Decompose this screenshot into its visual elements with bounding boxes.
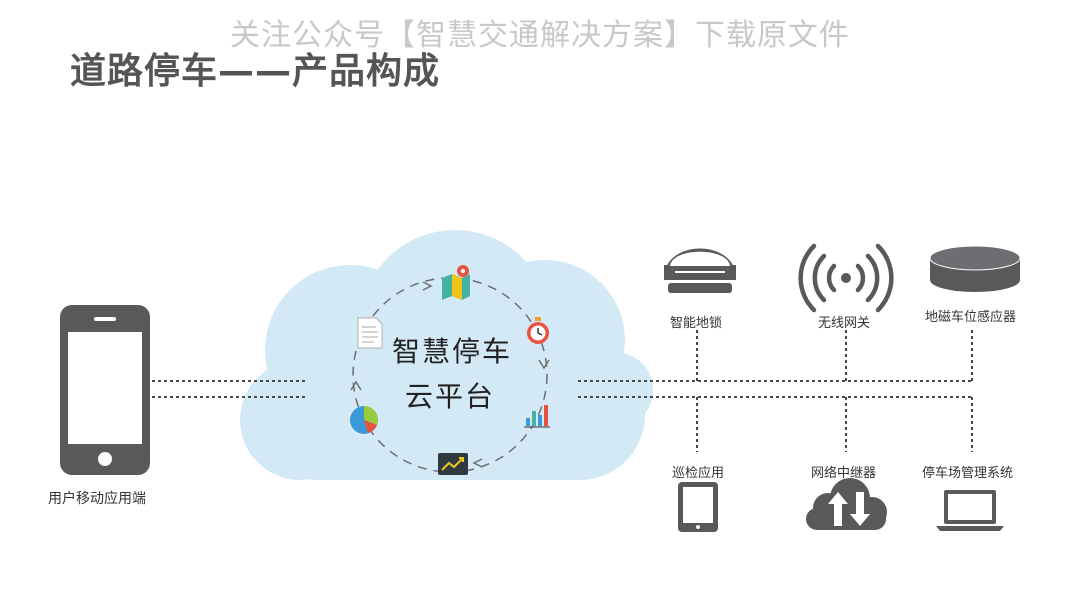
inspection-app-label: 巡检应用 [672,466,725,481]
parking-lock-icon [663,248,737,293]
platform-title-line2: 云平台 [405,380,496,413]
mobile-app-label: 用户移动应用端 [48,491,146,507]
parking-management-label: 停车场管理系统 [922,466,1014,481]
network-relay-label: 网络中继器 [811,466,877,481]
wireless-gateway-label: 无线网关 [818,316,871,331]
tablet-icon [678,482,718,532]
page-title: 道路停车——产品构成 [70,51,441,92]
platform-title-line1: 智慧停车 [392,335,513,368]
cloud-updown-icon [806,478,887,530]
wireless-gateway-icon [798,243,894,313]
smartphone-icon [60,305,150,475]
watermark: 关注公众号【智慧交通解决方案】下载原文件 [230,18,850,53]
geomagnetic-sensor-icon [929,245,1021,292]
laptop-icon [936,490,1004,531]
geomagnetic-sensor-label: 地磁车位感应器 [925,310,1017,325]
smart-lock-label: 智能地锁 [670,316,723,331]
bar-chart-icon [524,405,550,428]
cloud-shape [240,230,653,480]
connection-lines [152,330,973,452]
stopwatch-icon [527,317,549,344]
map-pin-icon [442,265,470,300]
document-icon [357,317,383,349]
cycle-arrows [350,281,550,468]
trend-chart-icon [438,453,468,475]
pie-chart-icon [350,406,378,434]
